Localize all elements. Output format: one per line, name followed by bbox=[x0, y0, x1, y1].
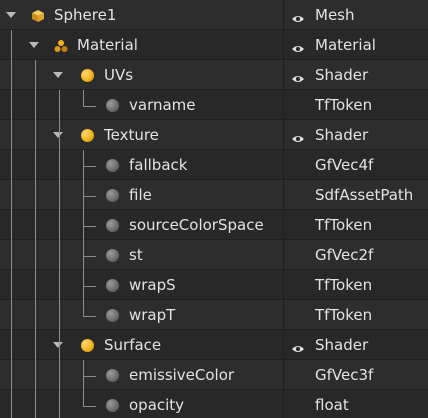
tree-guide-line bbox=[83, 90, 84, 106]
prim-type: Shader bbox=[315, 336, 369, 354]
prim-type: TfToken bbox=[315, 306, 373, 324]
prim-name: UVs bbox=[104, 66, 134, 84]
tree-row[interactable]: Surface Shader bbox=[0, 330, 428, 360]
tree-guide-line bbox=[83, 106, 96, 107]
tree-guide-line bbox=[83, 270, 84, 300]
tree-guide-line bbox=[83, 196, 96, 197]
attribute-gray-dot-icon bbox=[106, 189, 119, 202]
tree-guide-line bbox=[83, 286, 96, 287]
tree-row[interactable]: wrapT TfToken bbox=[0, 300, 428, 330]
visibility-eye-icon[interactable] bbox=[291, 40, 305, 52]
prim-type: SdfAssetPath bbox=[315, 186, 414, 204]
attribute-gray-dot-icon bbox=[106, 279, 119, 292]
prim-name: Surface bbox=[104, 336, 162, 354]
attribute-gray-dot-icon bbox=[106, 99, 119, 112]
material-icon bbox=[54, 39, 68, 53]
tree-guide-line bbox=[83, 226, 96, 227]
prim-type: GfVec2f bbox=[315, 246, 374, 264]
attribute-gray-dot-icon bbox=[106, 369, 119, 382]
tree-row[interactable]: fallback GfVec4f bbox=[0, 150, 428, 180]
prim-type: Shader bbox=[315, 66, 369, 84]
tree-row[interactable]: varname TfToken bbox=[0, 90, 428, 120]
tree-row[interactable]: UVs Shader bbox=[0, 60, 428, 90]
tree-guide-line bbox=[83, 150, 84, 180]
attribute-gray-dot-icon bbox=[106, 249, 119, 262]
prim-name: wrapT bbox=[129, 306, 176, 324]
prim-name: Texture bbox=[104, 126, 159, 144]
prim-name: fallback bbox=[129, 156, 188, 174]
prim-type: GfVec4f bbox=[315, 156, 374, 174]
attribute-gray-dot-icon bbox=[106, 399, 119, 412]
visibility-eye-icon[interactable] bbox=[291, 70, 305, 82]
visibility-eye-icon[interactable] bbox=[291, 10, 305, 22]
tree-guide-line bbox=[83, 390, 84, 406]
prim-name: emissiveColor bbox=[129, 366, 235, 384]
column-divider bbox=[283, 0, 284, 418]
tree-row[interactable]: wrapS TfToken bbox=[0, 270, 428, 300]
expand-arrow-icon[interactable] bbox=[6, 12, 16, 18]
prim-name: file bbox=[129, 186, 152, 204]
attribute-gray-dot-icon bbox=[106, 219, 119, 232]
prim-name: wrapS bbox=[129, 276, 176, 294]
tree-row[interactable]: Sphere1 Mesh bbox=[0, 0, 428, 30]
tree-guide-line bbox=[11, 30, 12, 418]
attribute-gray-dot-icon bbox=[106, 159, 119, 172]
tree-guide-line bbox=[83, 316, 96, 317]
shader-orange-dot-icon bbox=[81, 69, 94, 82]
prim-type: float bbox=[315, 396, 349, 414]
visibility-eye-icon[interactable] bbox=[291, 130, 305, 142]
tree-row[interactable]: opacity float bbox=[0, 390, 428, 418]
prim-name: st bbox=[129, 246, 143, 264]
attribute-gray-dot-icon bbox=[106, 309, 119, 322]
prim-type: TfToken bbox=[315, 96, 373, 114]
prim-name: sourceColorSpace bbox=[129, 216, 264, 234]
tree-row[interactable]: file SdfAssetPath bbox=[0, 180, 428, 210]
tree-guide-line bbox=[59, 90, 60, 418]
tree-row[interactable]: st GfVec2f bbox=[0, 240, 428, 270]
tree-guide-line bbox=[83, 360, 84, 390]
tree-guide-line bbox=[83, 300, 84, 316]
expand-arrow-icon[interactable] bbox=[53, 132, 63, 138]
tree-row[interactable]: Material Material bbox=[0, 30, 428, 60]
tree-guide-line bbox=[83, 256, 96, 257]
tree-row[interactable]: sourceColorSpace TfToken bbox=[0, 210, 428, 240]
tree-row[interactable]: emissiveColor GfVec3f bbox=[0, 360, 428, 390]
tree-row[interactable]: Texture Shader bbox=[0, 120, 428, 150]
prim-type: GfVec3f bbox=[315, 366, 374, 384]
cube-icon bbox=[31, 9, 45, 23]
tree-guide-line bbox=[83, 406, 96, 407]
prim-name: opacity bbox=[129, 396, 185, 414]
prim-type: Shader bbox=[315, 126, 369, 144]
tree-guide-line bbox=[83, 180, 84, 210]
tree-guide-line bbox=[83, 210, 84, 240]
tree-guide-line bbox=[83, 240, 84, 270]
tree-guide-line bbox=[83, 166, 96, 167]
shader-orange-dot-icon bbox=[81, 339, 94, 352]
prim-type: TfToken bbox=[315, 216, 373, 234]
prim-type: Material bbox=[315, 36, 376, 54]
tree-guide-line bbox=[35, 60, 36, 418]
expand-arrow-icon[interactable] bbox=[53, 72, 63, 78]
prim-name: Material bbox=[77, 36, 138, 54]
prim-type: TfToken bbox=[315, 276, 373, 294]
expand-arrow-icon[interactable] bbox=[53, 342, 63, 348]
prim-name: Sphere1 bbox=[54, 6, 117, 24]
shader-orange-dot-icon bbox=[81, 129, 94, 142]
visibility-eye-icon[interactable] bbox=[291, 340, 305, 352]
prim-type: Mesh bbox=[315, 6, 355, 24]
prim-name: varname bbox=[129, 96, 196, 114]
tree-guide-line bbox=[83, 376, 96, 377]
expand-arrow-icon[interactable] bbox=[29, 42, 39, 48]
